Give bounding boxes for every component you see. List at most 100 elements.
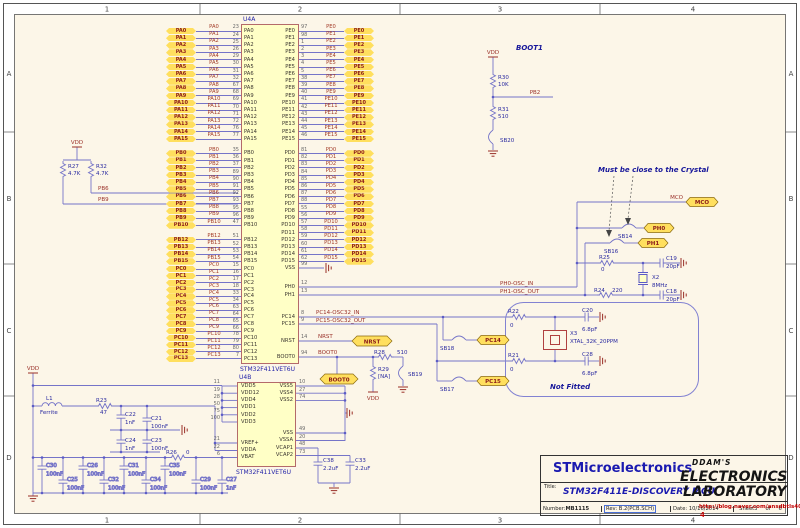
port-PD3[interactable]: PD3 — [344, 171, 374, 179]
port-PB13[interactable]: PB13 — [166, 243, 196, 251]
port-PC5[interactable]: PC5 — [166, 300, 196, 307]
pin-name-PB4: PB4 — [244, 179, 254, 186]
port-PC4[interactable]: PC4 — [166, 293, 196, 300]
crystal-x3[interactable] — [543, 330, 567, 350]
port-PA2[interactable]: PA2 — [166, 42, 196, 49]
port-PC13[interactable]: PC13 — [166, 355, 196, 362]
ic-u4a-body[interactable] — [241, 24, 299, 364]
net-label-PD0: PD0 — [325, 146, 337, 153]
port-PB12[interactable]: PB12 — [166, 236, 196, 244]
port-PA9[interactable]: PA9 — [166, 92, 196, 100]
port-PB5[interactable]: PB5 — [166, 186, 196, 193]
port-PB4[interactable]: PB4 — [166, 179, 196, 186]
port-PC7[interactable]: PC7 — [166, 314, 196, 321]
port-PA10[interactable]: PA10 — [166, 99, 196, 107]
port-PD1[interactable]: PD1 — [344, 157, 374, 164]
svg-text:R31: R31 — [498, 107, 509, 113]
port-PA8[interactable]: PA8 — [166, 85, 196, 92]
port-PC1[interactable]: PC1 — [166, 272, 196, 280]
port-PC10[interactable]: PC10 — [166, 334, 196, 342]
port-PE5[interactable]: PE5 — [344, 63, 374, 71]
pin-number-PB3: 89 — [232, 168, 239, 175]
port-PD5[interactable]: PD5 — [344, 186, 374, 193]
port-PE4[interactable]: PE4 — [344, 56, 374, 64]
port-PA4[interactable]: PA4 — [166, 56, 196, 64]
port-PB14[interactable]: PB14 — [166, 251, 196, 258]
port-PE0[interactable]: PE0 — [344, 27, 374, 35]
port-PD7[interactable]: PD7 — [344, 200, 374, 208]
pin-number-PD15: 62 — [301, 254, 308, 261]
port-PB15[interactable]: PB15 — [166, 258, 196, 265]
svg-text:NRST: NRST — [318, 334, 333, 340]
ports[interactable]: MCO PH0 PH1 PC14 PC15 NRST BOOT0 — [319, 197, 719, 386]
port-PE14[interactable]: PE14 — [344, 128, 374, 136]
port-PA11[interactable]: PA11 — [166, 106, 196, 114]
port-PC0[interactable]: PC0 — [166, 265, 196, 273]
port-PD9[interactable]: PD9 — [344, 215, 374, 222]
port-PE9[interactable]: PE9 — [344, 92, 374, 100]
port-PD11[interactable]: PD11 — [344, 229, 374, 236]
port-PA6[interactable]: PA6 — [166, 70, 196, 78]
pin-name-PE5: PE5 — [285, 63, 295, 70]
blog-url[interactable]: http://blog.naver.com/ansdbtls4067 — [699, 504, 800, 510]
net-label-PB1: PB1 — [209, 153, 219, 160]
port-PB0[interactable]: PB0 — [166, 150, 196, 157]
port-PE12[interactable]: PE12 — [344, 114, 374, 121]
port-PC2[interactable]: PC2 — [166, 279, 196, 287]
pin-name-PB2: PB2 — [244, 164, 254, 171]
port-PD4[interactable]: PD4 — [344, 179, 374, 186]
port-PE2[interactable]: PE2 — [344, 42, 374, 49]
port-PE3[interactable]: PE3 — [344, 49, 374, 56]
port-PD13[interactable]: PD13 — [344, 243, 374, 251]
pin-number-PA11: 70 — [232, 103, 239, 110]
port-PC6[interactable]: PC6 — [166, 307, 196, 314]
port-PE15[interactable]: PE15 — [344, 135, 374, 143]
svg-text:VDD: VDD — [367, 396, 379, 402]
port-PA12[interactable]: PA12 — [166, 114, 196, 121]
pin-name-PB1: PB1 — [244, 157, 254, 164]
port-PB6[interactable]: PB6 — [166, 193, 196, 200]
port-PD6[interactable]: PD6 — [344, 193, 374, 200]
port-PD15[interactable]: PD15 — [344, 258, 374, 265]
port-PE10[interactable]: PE10 — [344, 99, 374, 107]
pin-name-PA14: PA14 — [244, 128, 257, 135]
port-PD0[interactable]: PD0 — [344, 150, 374, 157]
port-PA13[interactable]: PA13 — [166, 121, 196, 128]
port-PC12[interactable]: PC12 — [166, 348, 196, 356]
pin-number-PE12: 43 — [301, 110, 308, 117]
port-PC3[interactable]: PC3 — [166, 286, 196, 293]
ic-u4b-body[interactable] — [237, 382, 296, 467]
port-PA7[interactable]: PA7 — [166, 78, 196, 85]
pin-name-PD5: PD5 — [284, 186, 295, 193]
port-PA1[interactable]: PA1 — [166, 34, 196, 42]
wire — [196, 203, 241, 205]
port-PE11[interactable]: PE11 — [344, 106, 374, 114]
port-PC9[interactable]: PC9 — [166, 327, 196, 335]
port-PD2[interactable]: PD2 — [344, 164, 374, 172]
port-PD14[interactable]: PD14 — [344, 251, 374, 258]
port-PB8[interactable]: PB8 — [166, 207, 196, 215]
port-PC11[interactable]: PC11 — [166, 341, 196, 349]
port-PA0[interactable]: PA0 — [166, 27, 196, 35]
port-PE7[interactable]: PE7 — [344, 78, 374, 85]
port-PD10[interactable]: PD10 — [344, 222, 374, 229]
crystal-x2[interactable] — [638, 272, 648, 285]
port-PA15[interactable]: PA15 — [166, 135, 196, 143]
port-PB1[interactable]: PB1 — [166, 157, 196, 164]
port-PD8[interactable]: PD8 — [344, 207, 374, 215]
port-PE1[interactable]: PE1 — [344, 34, 374, 42]
port-PD12[interactable]: PD12 — [344, 236, 374, 244]
port-PE6[interactable]: PE6 — [344, 70, 374, 78]
port-PA14[interactable]: PA14 — [166, 128, 196, 136]
port-PA5[interactable]: PA5 — [166, 63, 196, 71]
port-PE13[interactable]: PE13 — [344, 121, 374, 128]
cap-value-C25: 100nF — [67, 486, 84, 492]
port-PB9[interactable]: PB9 — [166, 215, 196, 222]
port-PB2[interactable]: PB2 — [166, 164, 196, 172]
port-PB10[interactable]: PB10 — [166, 222, 196, 229]
port-PB7[interactable]: PB7 — [166, 200, 196, 208]
port-PA3[interactable]: PA3 — [166, 49, 196, 56]
port-PE8[interactable]: PE8 — [344, 85, 374, 92]
port-PC8[interactable]: PC8 — [166, 320, 196, 328]
port-PB3[interactable]: PB3 — [166, 171, 196, 179]
